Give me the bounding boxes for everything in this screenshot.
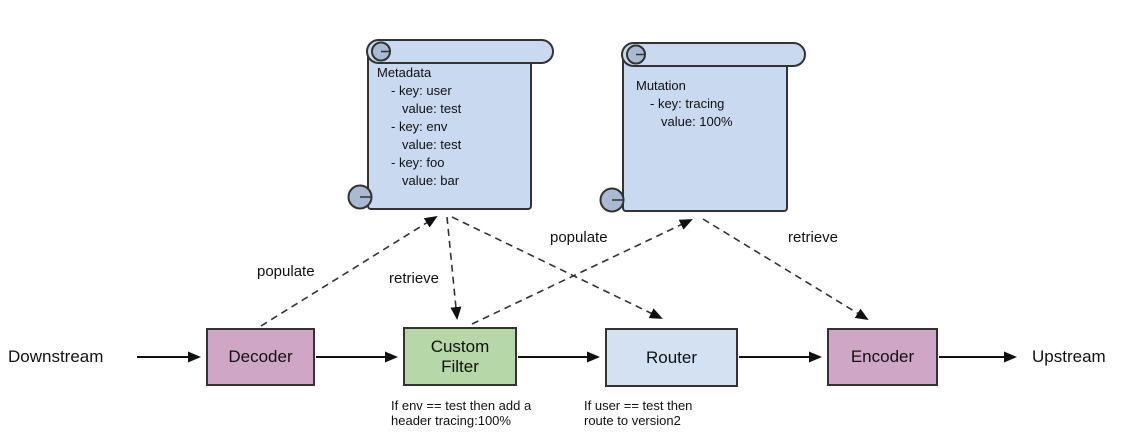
metadata-line: value: bar [402, 173, 460, 188]
dashed-retrieve-mutation-to-encoder [702, 218, 869, 321]
metadata-scroll-text: Metadata - key: user value: test - key: … [377, 64, 461, 190]
mutation-scroll-title: Mutation [636, 78, 686, 93]
mutation-line: value: 100% [661, 114, 733, 129]
metadata-line: value: test [402, 101, 462, 116]
mutation-scroll-top-roll [621, 42, 806, 67]
dashed-populate-decoder-to-metadata [260, 215, 438, 327]
metadata-scroll-top-hook [380, 41, 391, 53]
downstream-label: Downstream [8, 347, 104, 366]
node-decoder-label: Decoder [228, 347, 293, 366]
dashed-retrieve-metadata-to-filter [446, 216, 462, 320]
metadata-line: - key: user [391, 83, 452, 98]
metadata-line: value: test [402, 137, 462, 152]
node-decoder: Decoder [206, 328, 315, 386]
metadata-scroll-top-roll [366, 39, 554, 64]
node-router: Router [605, 328, 738, 387]
mutation-scroll-text: Mutation - key: tracing value: 100% [636, 77, 733, 131]
node-encoder-label: Encoder [850, 347, 915, 366]
edge-label-retrieve-mutation: retrieve [788, 229, 839, 246]
router-caption: If user == test then route to version2 [584, 398, 693, 428]
mutation-scroll-bottom-hook [611, 187, 625, 201]
edge-label-populate-metadata: populate [257, 263, 315, 280]
node-router-label: Router [645, 347, 698, 367]
mutation-scroll-shape [599, 42, 806, 213]
edge-label-retrieve-metadata: retrieve [389, 270, 440, 287]
node-encoder: Encoder [827, 328, 938, 386]
dashed-populate-filter-to-mutation [471, 219, 693, 325]
metadata-line: - key: foo [391, 155, 445, 170]
metadata-scroll-shape [347, 39, 554, 210]
custom-filter-caption: If env == test then add a header tracing… [391, 398, 532, 428]
node-custom-filter-label: Custom Filter [430, 336, 490, 376]
edge-label-populate-mutation: populate [550, 229, 608, 246]
dashed-metadata-to-router [451, 216, 663, 319]
node-custom-filter: Custom Filter [403, 327, 517, 386]
mutation-scroll-top-hook [635, 44, 646, 56]
mutation-line: - key: tracing [650, 96, 725, 111]
metadata-scroll-bottom-hook [359, 184, 373, 198]
metadata-scroll-title: Metadata [377, 65, 432, 80]
upstream-label: Upstream [1032, 347, 1106, 366]
metadata-line: - key: env [391, 119, 448, 134]
